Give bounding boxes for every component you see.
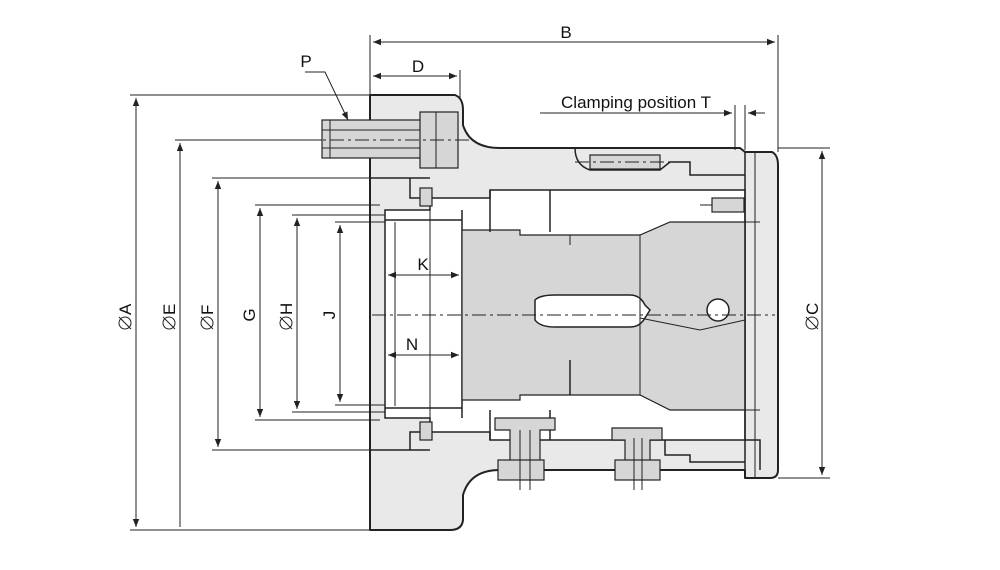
label-b: B: [560, 23, 571, 42]
lower-screws: [494, 417, 663, 490]
label-diameter-c: C: [803, 303, 822, 315]
label-g: G: [240, 308, 259, 321]
label-diameter-e: E: [160, 304, 179, 315]
label-clamping-position-t: Clamping position T: [561, 93, 711, 112]
dimension-arrows: [132, 38, 826, 527]
label-diameter-a: A: [116, 303, 135, 315]
label-d: D: [412, 57, 424, 76]
label-p: P: [300, 52, 311, 71]
front-face-details: [370, 177, 463, 451]
label-diameter-h: H: [277, 303, 296, 315]
extension-lines: [130, 35, 830, 531]
label-n: N: [406, 335, 418, 354]
label-diameter-f: F: [198, 305, 217, 315]
label-j: J: [320, 311, 339, 320]
collet: [461, 221, 760, 411]
label-k: K: [417, 255, 429, 274]
dimension-labels: B D P Clamping position T K N A E F G H …: [116, 23, 822, 354]
